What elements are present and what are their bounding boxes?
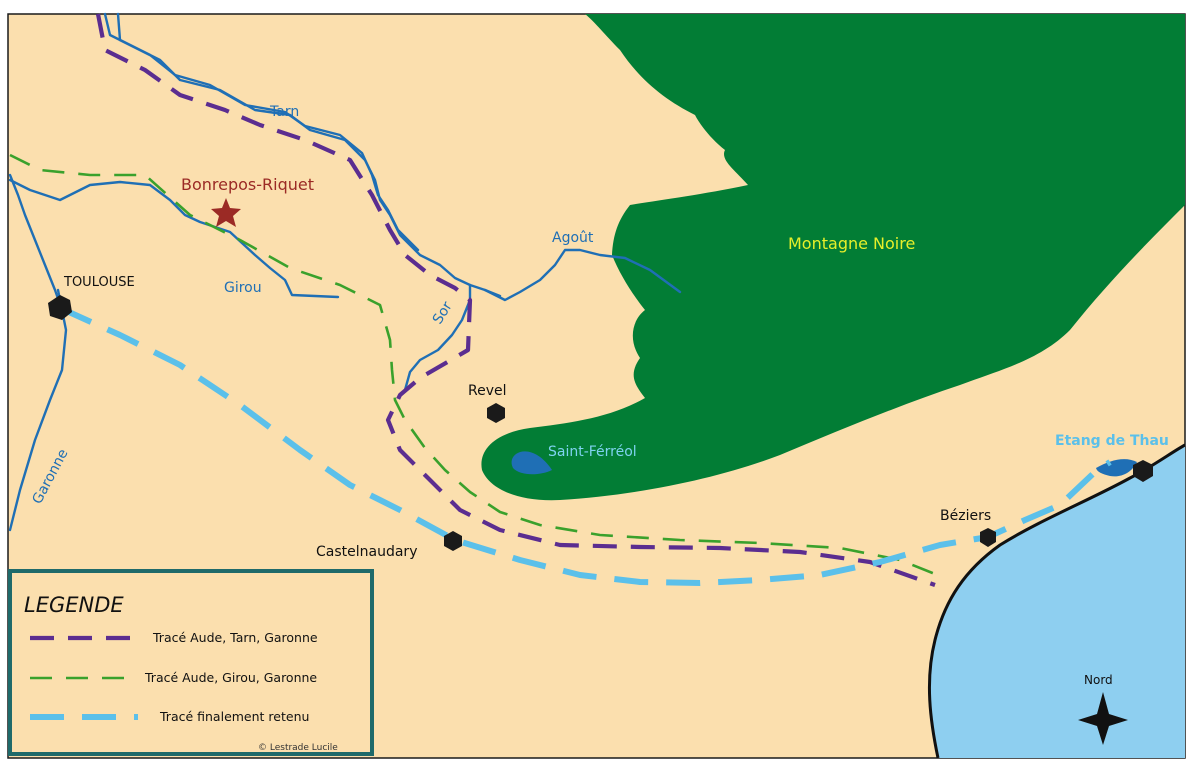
city-marker-icon-revel <box>487 403 505 423</box>
montagne-noire-label: Montagne Noire <box>788 234 915 253</box>
routes-layer <box>9 13 1112 587</box>
castelnaudary-label: Castelnaudary <box>316 544 417 560</box>
beziers-label: Béziers <box>940 508 991 524</box>
montagne-noire-area <box>481 14 1185 501</box>
city-marker-icon-castelnaudary <box>444 531 462 551</box>
river-girou-label: Girou <box>224 280 262 296</box>
nord-label: Nord <box>1084 673 1113 687</box>
river-girou-line <box>8 178 340 299</box>
legend-panel: LEGENDE Tracé Aude, Tarn, Garonne Tracé … <box>8 569 374 756</box>
city-markers <box>48 295 1153 551</box>
route-aude-girou-garonne <box>9 153 946 580</box>
revel-label: Revel <box>468 383 507 399</box>
etang-de-thau-label: Etang de Thau <box>1055 433 1169 449</box>
saint-ferreol-lake <box>511 451 552 475</box>
bonrepos-riquet-label: Bonrepos-Riquet <box>181 175 314 194</box>
river-tarn-line-2 <box>103 12 420 252</box>
city-marker-icon-sete <box>1133 460 1153 482</box>
legend-item-final-label: Tracé finalement retenu <box>159 709 309 724</box>
legend-item-tarn-label: Tracé Aude, Tarn, Garonne <box>152 630 318 645</box>
sea-area <box>929 445 1185 758</box>
legend-item-girou-label: Tracé Aude, Girou, Garonne <box>144 670 317 685</box>
saint-ferreol-label: Saint-Férréol <box>548 444 637 460</box>
river-agout-label: Agoût <box>552 230 594 246</box>
compass-north-icon <box>1078 692 1128 745</box>
river-tarn-label: Tarn <box>269 104 299 120</box>
rivers-layer <box>8 12 682 532</box>
toulouse-label: TOULOUSE <box>63 275 135 290</box>
city-marker-icon-toulouse <box>48 295 72 320</box>
star-icon <box>211 198 241 227</box>
legend-credit: © Lestrade Lucile <box>258 743 338 753</box>
etang-de-thau-lagoon <box>1096 459 1137 477</box>
river-agout-line <box>483 248 682 302</box>
route-finalement-retenu <box>58 305 1112 586</box>
city-marker-icon-beziers <box>980 528 996 547</box>
legend-title: LEGENDE <box>24 593 124 617</box>
route-aude-tarn-garonne <box>95 13 936 587</box>
legend-box <box>8 569 374 756</box>
